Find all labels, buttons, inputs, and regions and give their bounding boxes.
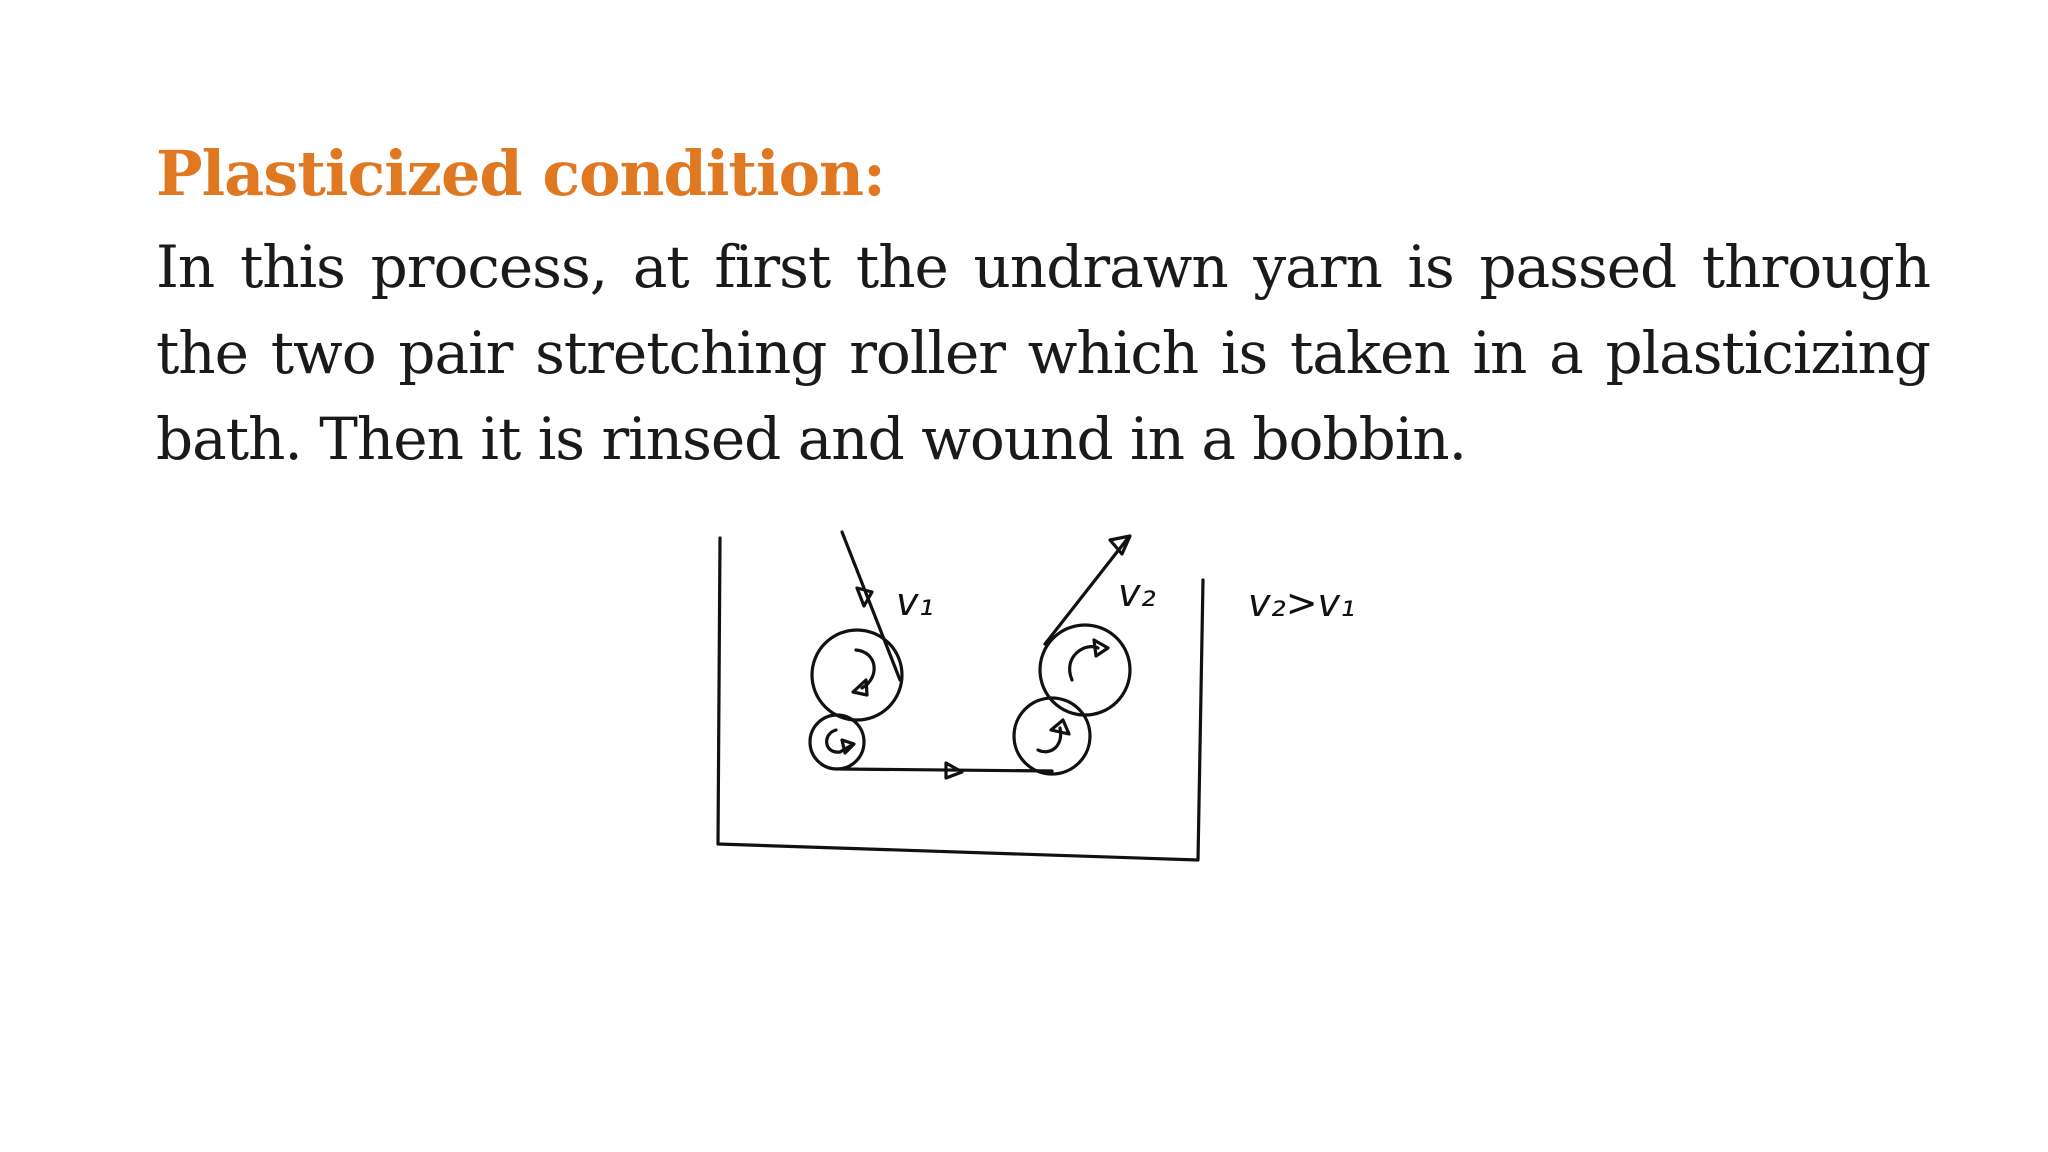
label-v2: v₂ bbox=[1118, 571, 1156, 615]
right-top-roller-rotation bbox=[1068, 645, 1100, 682]
left-bottom-roller-rotation bbox=[825, 728, 852, 754]
right-bottom-roller bbox=[1012, 696, 1092, 776]
left-top-roller-rotation-arrow bbox=[851, 678, 869, 697]
right-top-roller bbox=[1038, 623, 1132, 717]
bath-yarn-arrow bbox=[944, 761, 964, 780]
slide-heading: Plasticized condition: bbox=[156, 137, 886, 210]
left-bottom-roller bbox=[808, 713, 866, 771]
stretching-diagram: v₁ v₂ v₂>v₁ bbox=[700, 520, 1420, 880]
right-top-roller-rotation-arrow bbox=[1092, 638, 1110, 658]
incoming-yarn bbox=[840, 530, 902, 682]
incoming-yarn-arrow bbox=[855, 586, 874, 608]
right-bottom-roller-rotation-arrow bbox=[1049, 718, 1071, 736]
outgoing-yarn-arrow bbox=[1108, 534, 1132, 556]
slide-paragraph: In this process, at first the undrawn ya… bbox=[156, 233, 1931, 473]
stretching-diagram-svg: v₁ v₂ v₂>v₁ bbox=[716, 530, 1355, 862]
label-relation: v₂>v₁ bbox=[1248, 581, 1355, 625]
bath-container bbox=[716, 536, 1205, 862]
label-v1: v₁ bbox=[896, 580, 934, 624]
left-top-roller bbox=[810, 628, 904, 722]
outgoing-yarn bbox=[1043, 536, 1130, 646]
left-bottom-roller-rotation-arrow bbox=[840, 738, 856, 755]
